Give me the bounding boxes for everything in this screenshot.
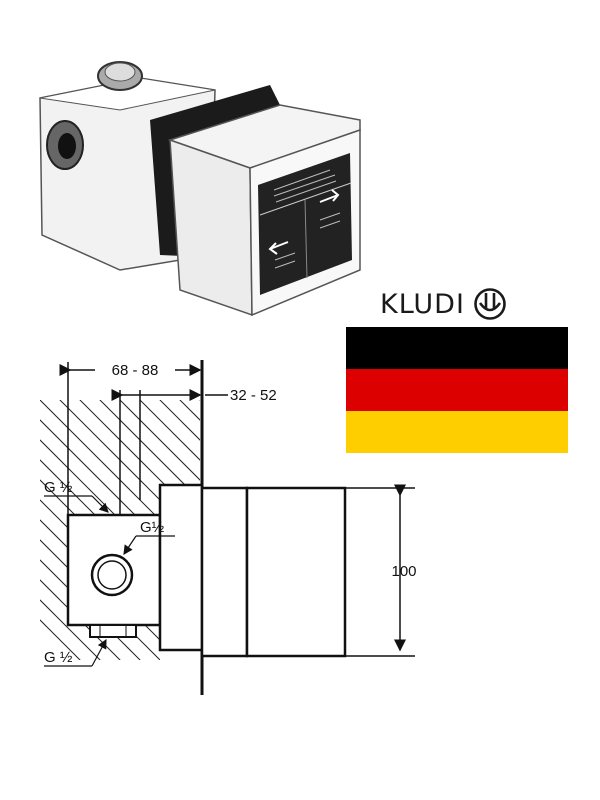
- dim-depth-label: 68 - 88: [112, 362, 159, 379]
- flag-stripe-red: [346, 369, 568, 411]
- kludi-logo-icon: [474, 288, 506, 320]
- flag-stripe-black: [346, 327, 568, 369]
- flag-stripe-gold: [346, 411, 568, 453]
- brand-name: KLUDI: [380, 288, 465, 320]
- technical-drawing: 68 - 88 32 - 52 100 G ½ G½ G ½: [40, 360, 417, 695]
- dim-plaster-label: 32 - 52: [230, 387, 277, 404]
- thread-center-label: G½: [140, 519, 165, 536]
- brand-logo: KLUDI: [380, 284, 507, 324]
- product-photo: [39, 61, 361, 317]
- thread-bottom-label: G ½: [44, 649, 73, 666]
- thread-top-label: G ½: [44, 479, 73, 496]
- german-flag: [346, 327, 568, 453]
- dim-height-label: 100: [391, 563, 416, 580]
